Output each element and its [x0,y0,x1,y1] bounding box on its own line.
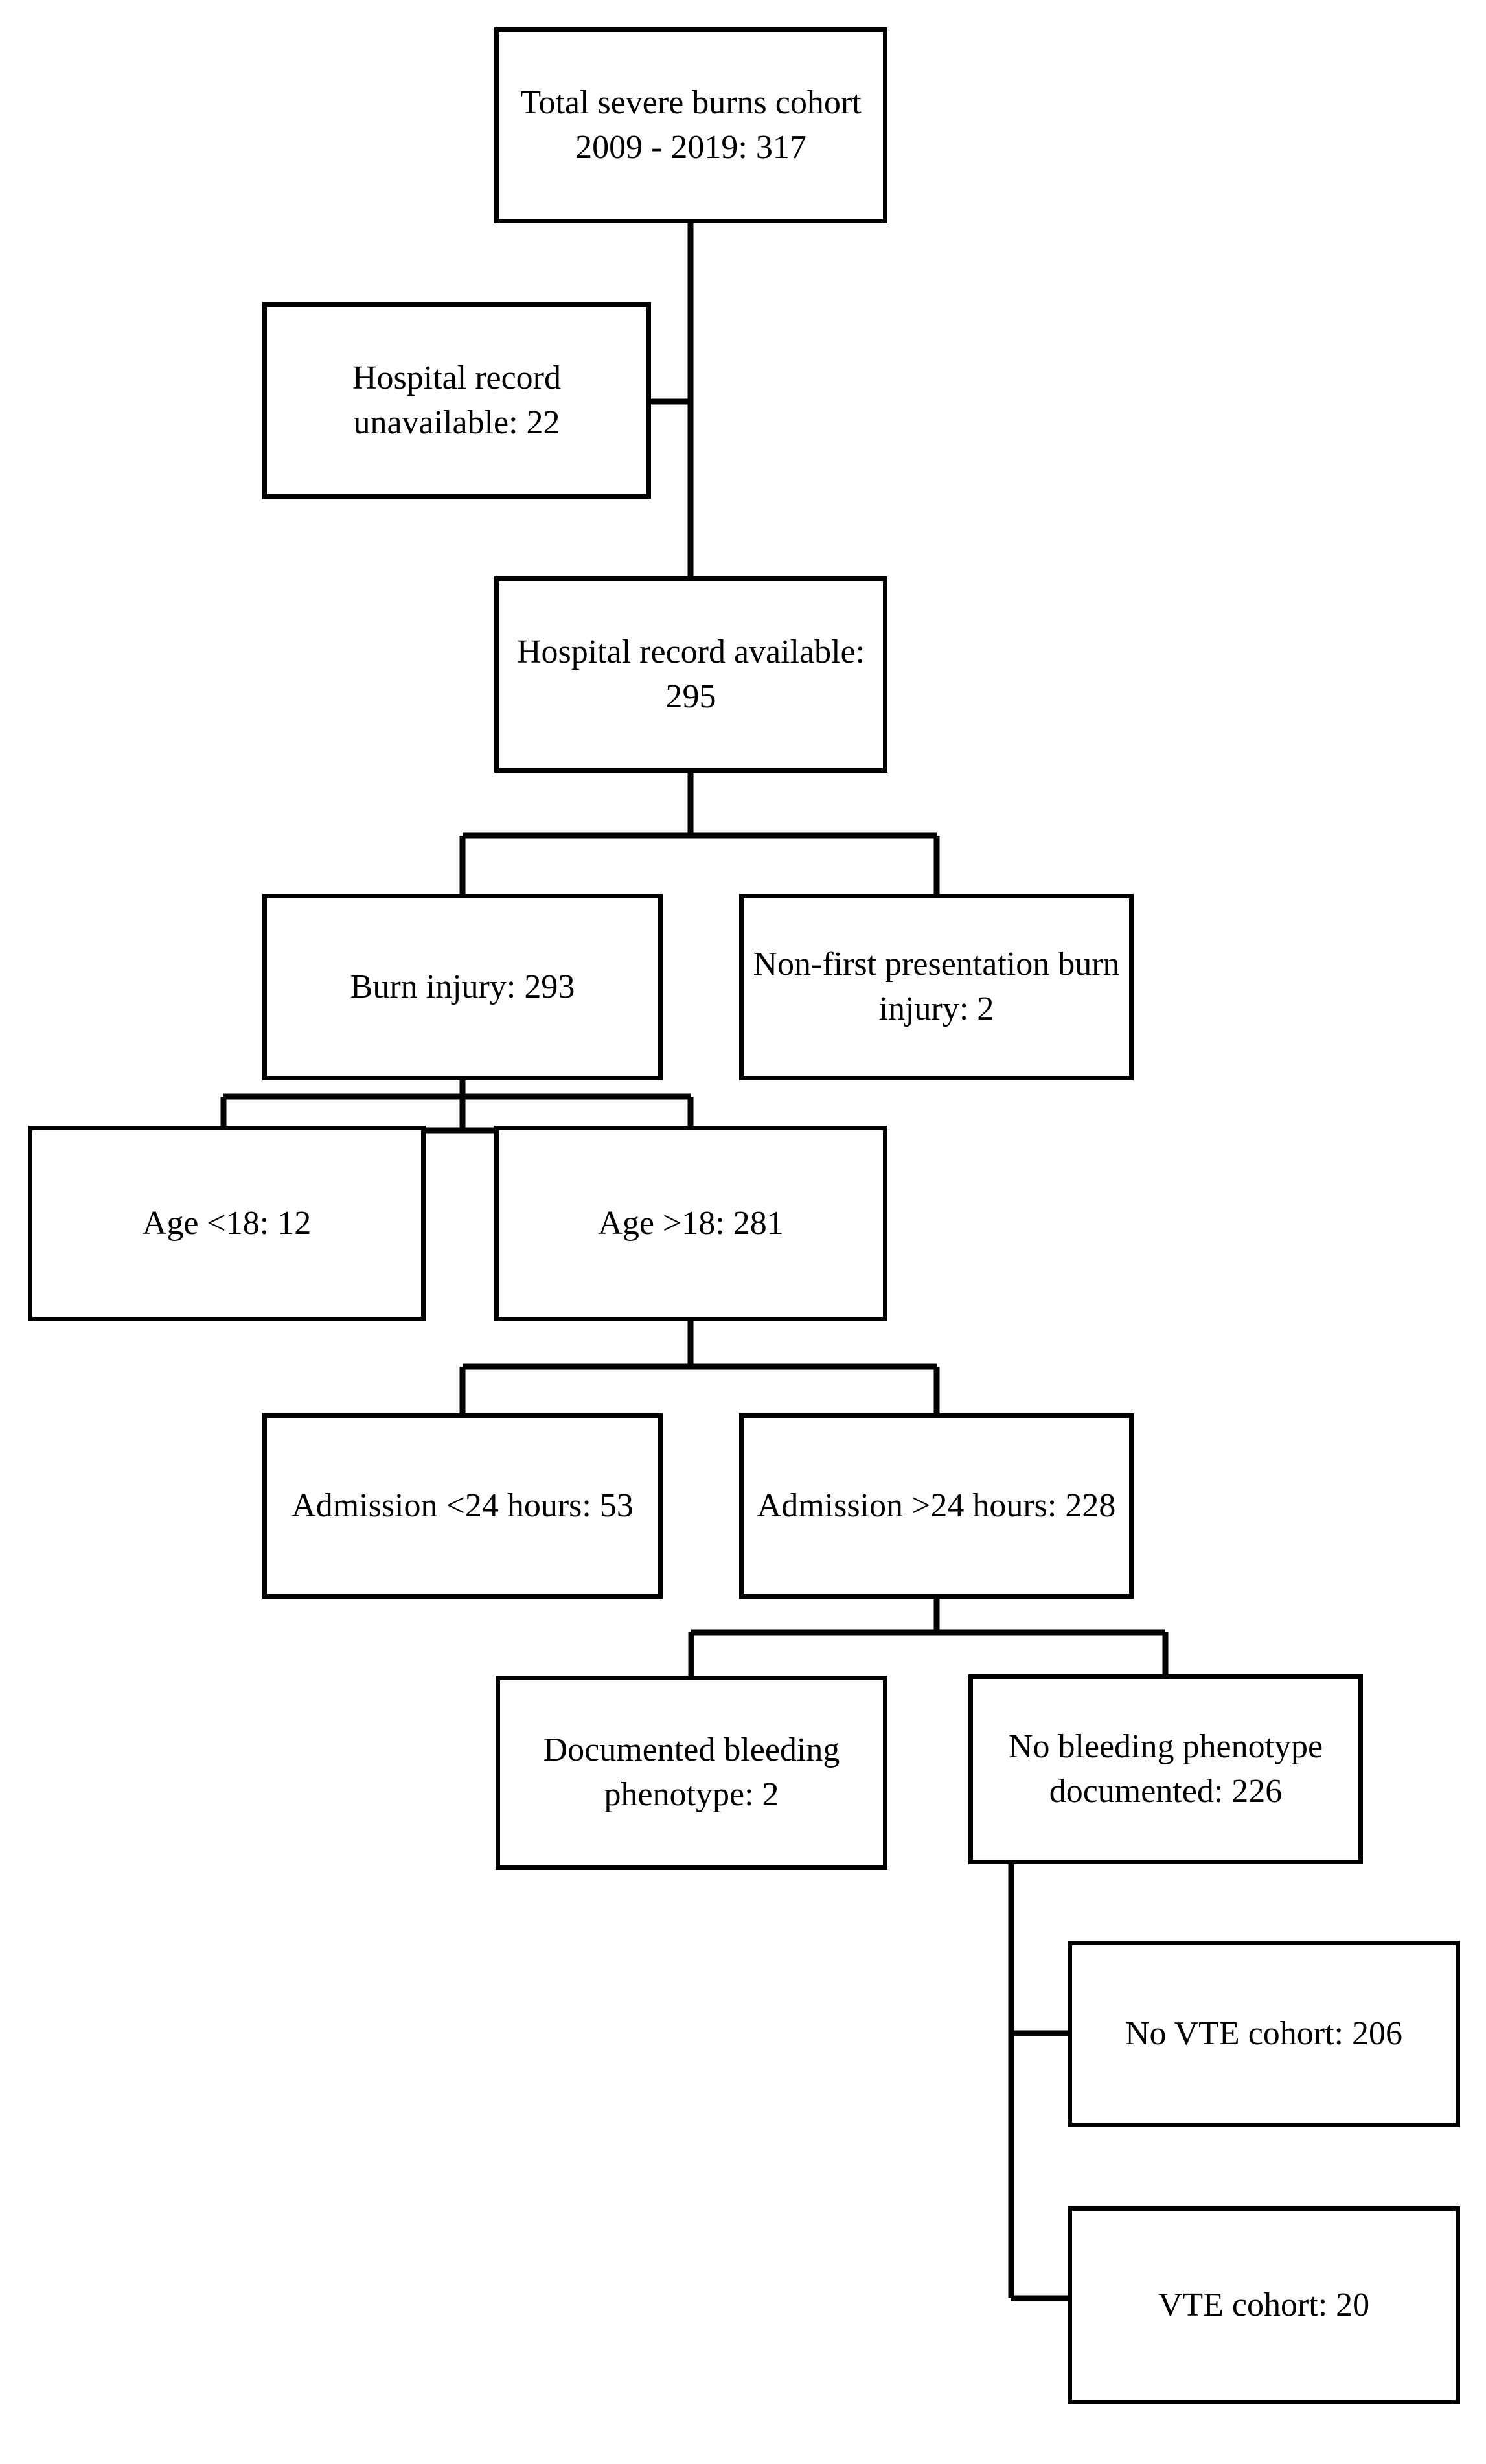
node-non-first-presentation-label: Non-first presentation burn injury: 2 [753,946,1120,1027]
node-age-over-18-label: Age >18: 281 [598,1204,784,1242]
node-admission-under-24-label: Admission <24 hours: 53 [291,1487,634,1524]
node-bleeding-none-label: No bleeding phenotype documented: 226 [1008,1728,1323,1810]
node-vte-cohort: VTE cohort: 20 [1068,2206,1460,2404]
node-age-over-18: Age >18: 281 [494,1126,887,1321]
node-vte-cohort-label: VTE cohort: 20 [1158,2286,1370,2323]
edge-available-split-trunk [463,773,937,839]
node-no-vte-cohort: No VTE cohort: 206 [1068,1941,1460,2127]
node-no-vte-cohort-label: No VTE cohort: 206 [1125,2014,1402,2052]
node-admission-over-24: Admission >24 hours: 228 [739,1413,1134,1599]
node-non-first-presentation: Non-first presentation burn injury: 2 [739,894,1134,1080]
node-bleeding-documented-label: Documented bleeding phenotype: 2 [543,1731,840,1813]
node-record-unavailable: Hospital record unavailable: 22 [262,302,651,499]
node-age-under-18-label: Age <18: 12 [142,1204,312,1242]
node-admission-over-24-label: Admission >24 hours: 228 [757,1487,1116,1524]
node-age-under-18: Age <18: 12 [28,1126,426,1321]
node-bleeding-none: No bleeding phenotype documented: 226 [968,1674,1363,1864]
node-record-available-label: Hospital record available: 295 [516,633,865,715]
node-admission-under-24: Admission <24 hours: 53 [262,1413,663,1599]
edge-burn-split-trunk [223,1080,691,1134]
node-record-unavailable-label: Hospital record unavailable: 22 [352,359,561,441]
node-total-cohort: Total severe burns cohort 2009 - 2019: 3… [494,27,887,223]
node-bleeding-documented: Documented bleeding phenotype: 2 [496,1676,887,1870]
node-total-cohort-label: Total severe burns cohort 2009 - 2019: 3… [520,84,862,166]
node-burn-injury: Burn injury: 293 [262,894,663,1080]
node-record-available: Hospital record available: 295 [494,576,887,773]
node-burn-injury-label: Burn injury: 293 [350,968,575,1005]
